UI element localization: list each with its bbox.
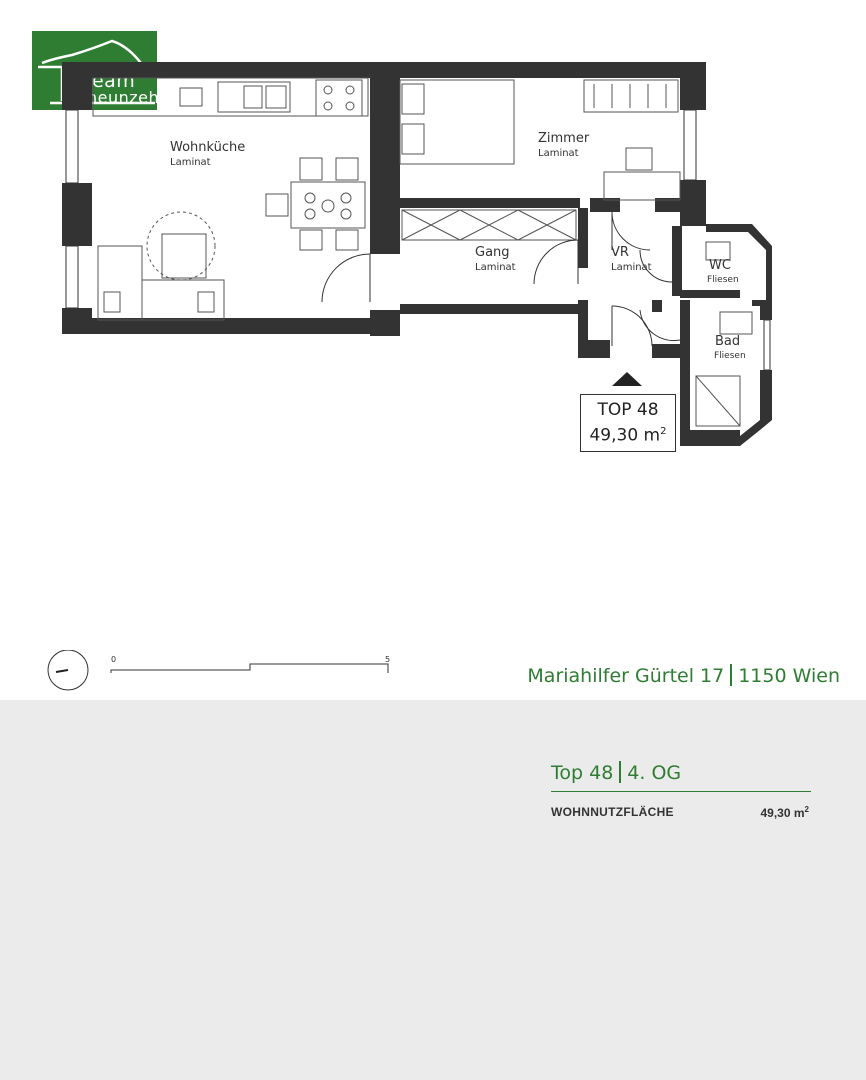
- unit-number: Top 48: [551, 762, 614, 784]
- logo-text-neunzehn: neunzehn: [87, 88, 170, 107]
- unit-label-area-value: 49,30 m: [589, 425, 661, 446]
- unit-floor: 4. OG: [627, 762, 682, 784]
- room-zimmer-floor: Laminat: [538, 148, 579, 159]
- unit-label-top: TOP 48: [597, 400, 659, 420]
- room-gang-floor: Laminat: [475, 262, 516, 273]
- scale-start-label: 0: [111, 655, 117, 664]
- address-separator: [730, 664, 733, 686]
- dining-table: [265, 157, 366, 251]
- area-value-sup: 2: [804, 805, 809, 814]
- entrance-arrow-icon: [612, 372, 642, 386]
- scale-bar: [110, 663, 389, 673]
- area-value: 49,30 m2: [761, 805, 810, 820]
- floor-plan: [62, 62, 772, 446]
- room-vr-name: VR: [611, 245, 629, 260]
- room-gang-name: Gang: [475, 245, 510, 260]
- room-bad-floor: Fliesen: [714, 351, 746, 361]
- address-city: 1150 Wien: [738, 665, 840, 687]
- address-street: Mariahilfer Gürtel 17: [527, 665, 725, 687]
- wardrobe: [401, 209, 577, 241]
- area-label: WOHNNUTZFLÄCHE: [551, 805, 674, 819]
- sanitary: [695, 241, 753, 427]
- room-bad-name: Bad: [715, 334, 741, 349]
- unit-title: Top 48 4. OG: [551, 761, 681, 784]
- unit-title-rule: [551, 791, 811, 792]
- bedroom-furniture: [399, 79, 681, 201]
- room-wohnkueche-floor: Laminat: [170, 157, 211, 168]
- room-vr-floor: Laminat: [611, 262, 652, 273]
- living-furniture: [97, 211, 225, 321]
- room-wohnkueche-name: Wohnküche: [170, 140, 246, 155]
- kitchen-counter: [92, 77, 369, 117]
- windows: [65, 109, 771, 371]
- plan-area: [0, 0, 866, 700]
- unit-label-area-sup: 2: [660, 426, 667, 437]
- unit-title-separator: [619, 761, 622, 783]
- room-wc-floor: Fliesen: [707, 275, 739, 285]
- doors: [321, 211, 681, 347]
- unit-label-box: TOP 48 49,30 m2: [580, 394, 676, 452]
- area-value-number: 49,30 m: [760, 806, 805, 820]
- room-wc-name: WC: [709, 258, 731, 273]
- address: Mariahilfer Gürtel 17 1150 Wien: [527, 664, 840, 687]
- room-zimmer-name: Zimmer: [538, 131, 590, 146]
- unit-label-area: 49,30 m2: [581, 421, 675, 447]
- north-compass-icon: [47, 650, 89, 691]
- walls: [62, 62, 772, 446]
- scale-end-label: 5: [385, 655, 391, 664]
- info-panel: [0, 700, 866, 1080]
